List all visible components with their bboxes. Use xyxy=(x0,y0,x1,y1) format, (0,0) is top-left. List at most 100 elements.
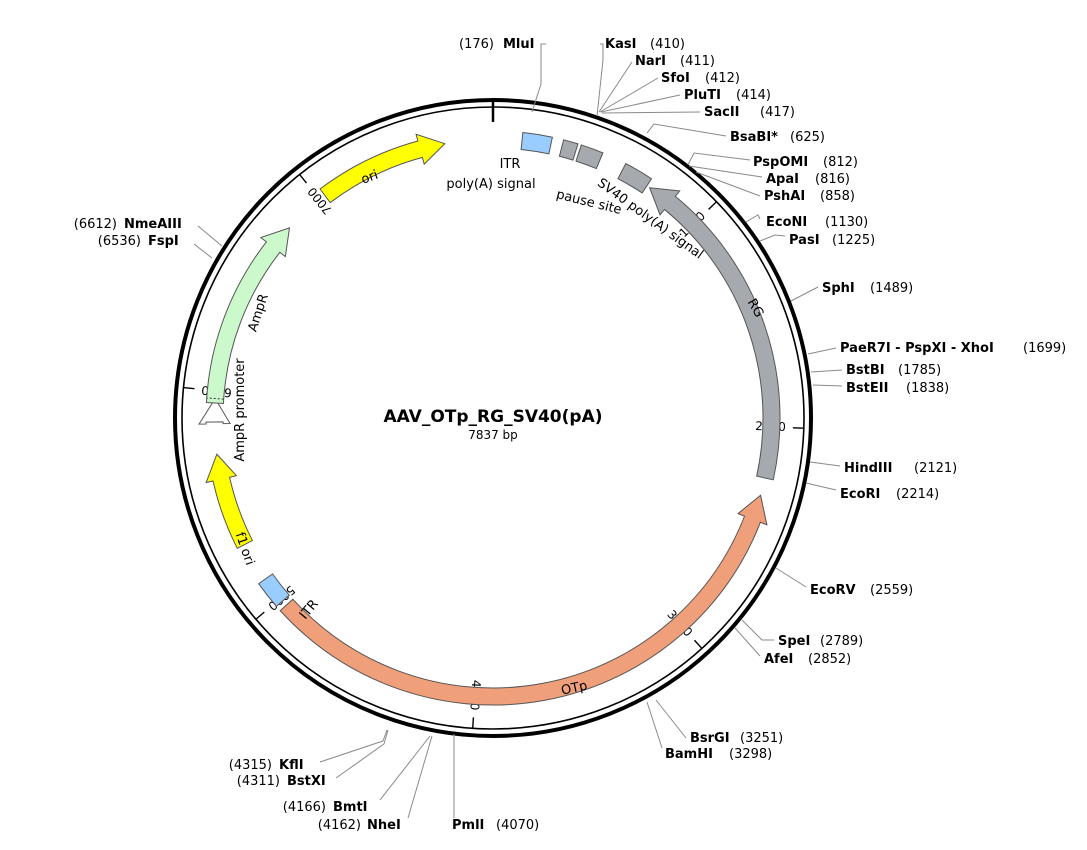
site-kfli[interactable]: (4315) KflI xyxy=(229,729,388,773)
site-apai[interactable]: ApaI (816) xyxy=(688,165,850,187)
plasmid-size: 7837 bp xyxy=(468,428,518,442)
site-leader xyxy=(407,735,433,819)
site-bmti[interactable]: (4166) BmtI xyxy=(283,735,431,815)
site-leader xyxy=(319,729,388,763)
site-pmli[interactable]: PmlI (4070) xyxy=(452,734,539,833)
site-bsteii[interactable]: BstEII (1838) xyxy=(812,381,949,396)
site-name: PasI xyxy=(789,233,820,248)
site-name: PshAI xyxy=(764,189,805,204)
site-leader xyxy=(734,627,761,657)
site-position: (4162) xyxy=(318,818,361,833)
site-name: EcoNI xyxy=(766,215,807,230)
site-leader xyxy=(688,165,763,178)
site-position: (417) xyxy=(760,105,795,120)
sv40-polya-box-feature[interactable] xyxy=(617,162,653,194)
rg-feature[interactable] xyxy=(648,187,781,481)
site-ecorv[interactable]: EcoRV (2559) xyxy=(775,567,913,598)
site-name: KflI xyxy=(279,758,304,773)
site-name: SphI xyxy=(822,281,855,296)
site-ecori[interactable]: EcoRI (2214) xyxy=(805,482,939,502)
site-sphi[interactable]: SphI (1489) xyxy=(790,281,913,302)
site-sfoi[interactable]: SfoI (412) xyxy=(599,71,740,113)
polya-signal-label: poly(A) signal xyxy=(446,177,535,192)
site-econi[interactable]: EcoNI (1130) xyxy=(745,214,868,230)
site-pshai[interactable]: PshAI (858) xyxy=(695,171,855,204)
site-leader xyxy=(335,729,389,779)
site-name: SfoI xyxy=(661,71,690,86)
site-name: BstXI xyxy=(287,774,326,789)
site-name: PaeR7I - PspXI - XhoI xyxy=(840,341,994,356)
itr-bottom-feature[interactable] xyxy=(257,573,290,608)
itr-top-label: ITR xyxy=(500,157,521,172)
f1-ori-feature[interactable] xyxy=(205,453,254,549)
site-pluti[interactable]: PluTI (414) xyxy=(600,88,771,113)
site-bamhi[interactable]: BamHI (3298) xyxy=(646,701,772,762)
site-position: (1699) xyxy=(1023,341,1066,356)
site-name: PmlI xyxy=(452,818,484,833)
site-position: (4315) xyxy=(229,758,272,773)
site-pspomi[interactable]: PspOMI (812) xyxy=(687,152,858,170)
site-position: (414) xyxy=(736,88,771,103)
site-name: AfeI xyxy=(764,652,793,667)
site-hindiii[interactable]: HindIII (2121) xyxy=(809,461,957,476)
restriction-sites: (176) MluI KasI (410) NarI (411) SfoI (4… xyxy=(74,37,1066,833)
site-fspi[interactable]: (6536) FspI xyxy=(98,234,213,259)
polya-signal-feature[interactable] xyxy=(558,139,579,161)
site-name: SpeI xyxy=(778,634,810,649)
site-kasi[interactable]: KasI (410) xyxy=(596,37,685,117)
site-paer7i[interactable]: PaeR7I - PspXI - XhoI (1699) xyxy=(807,341,1066,356)
site-leader xyxy=(775,567,807,588)
site-leader xyxy=(601,111,701,114)
site-nari[interactable]: NarI (411) xyxy=(598,54,715,113)
site-name: MluI xyxy=(503,37,534,52)
otp-feature[interactable] xyxy=(279,494,768,706)
plasmid-title: AAV_OTp_RG_SV40(pA) xyxy=(384,407,603,427)
site-pasi[interactable]: PasI (1225) xyxy=(759,233,875,248)
ampr-promoter-divider xyxy=(206,397,224,400)
itr-top-feature[interactable] xyxy=(520,132,553,155)
site-sacii[interactable]: SacII (417) xyxy=(601,105,795,120)
site-name: BstBI xyxy=(846,363,885,378)
site-position: (4166) xyxy=(283,800,326,815)
site-nmeaiii[interactable]: (6612) NmeAIII xyxy=(74,217,223,247)
ori-feature[interactable] xyxy=(319,133,446,204)
site-name: KasI xyxy=(605,37,636,52)
site-mlui[interactable]: (176) MluI xyxy=(459,37,546,113)
site-leader xyxy=(193,243,213,259)
site-position: (1785) xyxy=(898,363,941,378)
otp-label: OTp xyxy=(560,678,589,698)
site-position: (2789) xyxy=(820,634,863,649)
site-leader xyxy=(809,461,841,467)
site-name: PluTI xyxy=(684,88,721,103)
site-position: (2121) xyxy=(914,461,957,476)
site-bsrgi[interactable]: BsrGI (3251) xyxy=(655,699,783,746)
site-leader xyxy=(807,347,837,355)
tick-mark xyxy=(708,201,717,210)
site-position: (816) xyxy=(815,172,850,187)
site-bstxi[interactable]: (4311) BstXI xyxy=(237,729,389,789)
site-bstbi[interactable]: BstBI (1785) xyxy=(810,363,941,378)
site-position: (3298) xyxy=(729,747,772,762)
f1-ori-label: f1 ori xyxy=(232,530,257,567)
site-position: (3251) xyxy=(740,731,783,746)
site-leader xyxy=(741,619,774,641)
tick-mark xyxy=(471,717,475,729)
site-position: (1130) xyxy=(825,215,868,230)
site-position: (2852) xyxy=(808,652,851,667)
site-position: (1225) xyxy=(832,233,875,248)
site-bsabi[interactable]: BsaBI* (625) xyxy=(646,123,825,145)
site-position: (1489) xyxy=(870,281,913,296)
site-name: NarI xyxy=(635,54,666,69)
site-name: PspOMI xyxy=(753,155,808,170)
site-leader xyxy=(596,43,604,117)
site-afei[interactable]: AfeI (2852) xyxy=(734,627,851,667)
site-position: (858) xyxy=(820,189,855,204)
site-leader xyxy=(646,701,663,749)
pause-site-feature[interactable] xyxy=(575,144,604,170)
site-name: EcoRV xyxy=(810,583,856,598)
ampr-feature[interactable] xyxy=(205,227,291,404)
tick-mark xyxy=(299,173,308,184)
site-nhei[interactable]: (4162) NheI xyxy=(318,735,433,833)
site-spei[interactable]: SpeI (2789) xyxy=(741,619,863,649)
ampr-promoter-feature[interactable] xyxy=(198,397,231,425)
